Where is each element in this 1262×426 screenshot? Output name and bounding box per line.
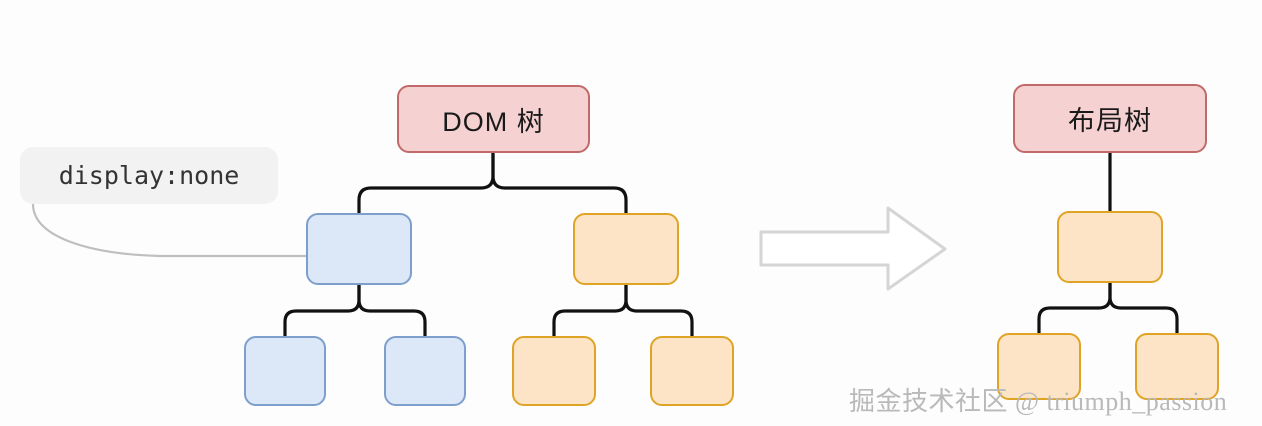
dom-tree-root-node[interactable]: DOM 树 xyxy=(397,85,590,153)
dom-node-hidden-subtree-root[interactable] xyxy=(306,213,412,285)
dom-tree-root-label: DOM 树 xyxy=(442,106,545,137)
right-block-arrow-icon xyxy=(759,206,947,291)
watermark-text: 掘金技术社区 @ triumph_passion xyxy=(849,387,1228,416)
edge-orange-node-to-leaf-1 xyxy=(552,283,628,338)
layout-tree-root-label: 布局树 xyxy=(1068,106,1152,136)
dom-leaf-node-1[interactable] xyxy=(244,336,326,406)
edge-orange-node-to-leaf-2 xyxy=(624,283,694,338)
layout-node-subtree-root[interactable] xyxy=(1057,211,1163,283)
dom-node-visible-subtree-root[interactable] xyxy=(573,213,679,285)
edge-layout-node-to-leaf-1 xyxy=(1037,281,1112,335)
dom-leaf-node-4[interactable] xyxy=(650,336,734,406)
edge-blue-node-to-leaf-2 xyxy=(357,283,427,338)
display-none-callout-label: display:none xyxy=(58,161,240,190)
layout-leaf-node-1[interactable] xyxy=(997,333,1081,400)
layout-leaf-node-2[interactable] xyxy=(1135,333,1219,400)
dom-leaf-node-3[interactable] xyxy=(512,336,596,406)
dom-leaf-node-2[interactable] xyxy=(384,336,466,406)
edge-dom-root-to-child-right xyxy=(491,151,628,215)
layout-tree-root-node[interactable]: 布局树 xyxy=(1013,84,1207,153)
edge-layout-node-to-leaf-2 xyxy=(1108,281,1179,335)
edge-blue-node-to-leaf-1 xyxy=(283,283,361,338)
edge-dom-root-to-children xyxy=(357,151,495,215)
callout-leader-line xyxy=(31,202,308,258)
display-none-callout[interactable]: display:none xyxy=(20,147,278,204)
